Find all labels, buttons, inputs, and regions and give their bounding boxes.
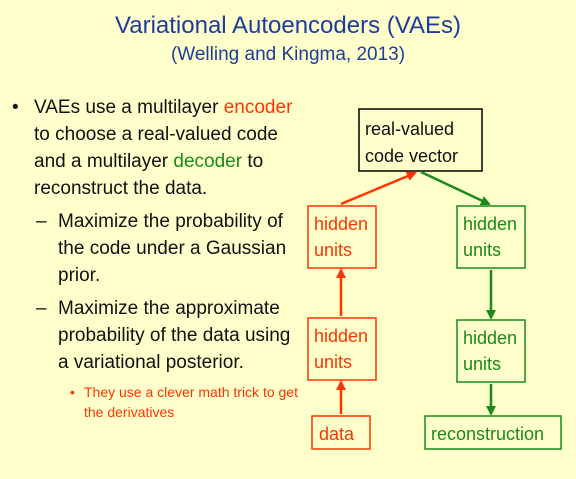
slide-title: Variational Autoencoders (VAEs) xyxy=(115,12,461,39)
decoder-hidden-top-label-2: units xyxy=(463,240,501,260)
decoder-hidden-bottom-node: hidden units xyxy=(456,319,526,383)
code-vector-label-2: code vector xyxy=(365,146,458,166)
bullet-list: • VAEs use a multilayer encoder to choos… xyxy=(0,94,300,422)
encoder-hidden-top-node: hidden units xyxy=(307,205,377,269)
bullet-marker: • xyxy=(12,97,19,118)
main-bullet-text-1: VAEs use a multilayer xyxy=(34,97,224,118)
reconstruction-node: reconstruction xyxy=(424,415,562,450)
dash-marker: – xyxy=(36,298,47,319)
note-marker: • xyxy=(70,384,75,400)
arrow-hidden-to-code xyxy=(340,171,417,206)
decoder-hidden-bottom-label-2: units xyxy=(463,354,501,374)
decoder-hidden-bottom-box xyxy=(456,319,526,383)
reconstruction-box xyxy=(424,415,562,450)
encoder-hidden-top-label-1: hidden xyxy=(314,214,368,234)
note-bullet-text: They use a clever math trick to get the … xyxy=(84,384,298,420)
decoder-word: decoder xyxy=(173,151,243,172)
decoder-hidden-top-node: hidden units xyxy=(456,205,526,269)
main-bullet: • VAEs use a multilayer encoder to choos… xyxy=(0,94,300,202)
encoder-hidden-top-label-2: units xyxy=(314,240,352,260)
main-bullet-text-2: to choose a real-valued code and a multi… xyxy=(34,124,278,172)
decoder-hidden-bottom-label-1: hidden xyxy=(463,328,517,348)
code-vector-box xyxy=(358,108,483,172)
encoder-hidden-bottom-node: hidden units xyxy=(307,317,377,381)
sub-bullet-2: – Maximize the approximate probability o… xyxy=(0,295,300,376)
code-vector-node: real-valued code vector xyxy=(358,108,483,172)
data-label: data xyxy=(319,424,355,444)
arrow-code-to-hidden xyxy=(420,170,491,206)
slide-subtitle: (Welling and Kingma, 2013) xyxy=(170,44,406,65)
data-node: data xyxy=(311,415,371,450)
note-bullet: • They use a clever math trick to get th… xyxy=(0,382,300,422)
encoder-word: encoder xyxy=(223,97,293,118)
code-vector-label-1: real-valued xyxy=(365,119,454,139)
main-bullet-text-3: to reconstruct the data. xyxy=(34,151,264,199)
sub-bullet-1-text: Maximize the probability of the code und… xyxy=(58,211,287,286)
encoder-hidden-bottom-box xyxy=(307,317,377,381)
encoder-hidden-bottom-label-2: units xyxy=(314,352,352,372)
decoder-hidden-top-box xyxy=(456,205,526,269)
encoder-hidden-bottom-label-1: hidden xyxy=(314,326,368,346)
sub-bullet-1: – Maximize the probability of the code u… xyxy=(0,208,300,289)
encoder-hidden-top-box xyxy=(307,205,377,269)
sub-bullet-2-text: Maximize the approximate probability of … xyxy=(58,298,291,373)
dash-marker: – xyxy=(36,211,47,232)
decoder-hidden-top-label-1: hidden xyxy=(463,214,517,234)
data-box xyxy=(311,415,371,450)
reconstruction-label: reconstruction xyxy=(431,424,544,444)
